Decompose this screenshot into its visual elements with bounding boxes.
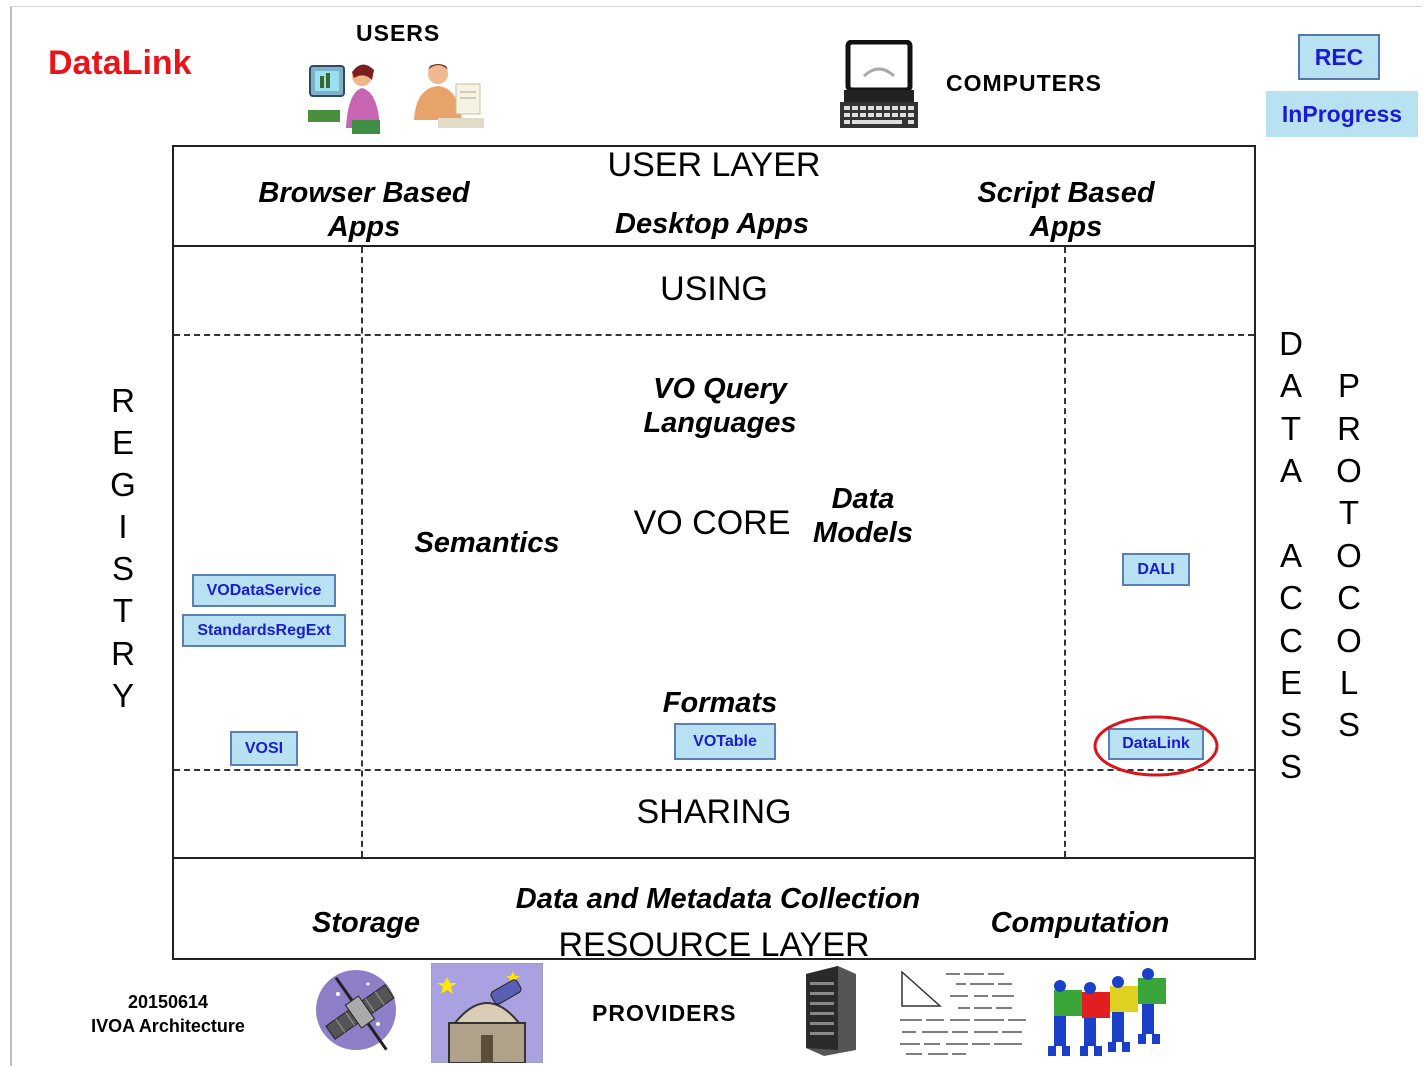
using-label: USING — [660, 270, 768, 308]
satellite-icon — [316, 970, 396, 1051]
votable-standard[interactable]: VOTable — [674, 723, 776, 760]
vodataservice-standard[interactable]: VODataService — [192, 574, 336, 607]
protocols-letter: T — [1338, 494, 1360, 531]
data-access-letter: D — [1279, 325, 1303, 362]
footer-caption: 20150614 IVOA Architecture — [70, 990, 266, 1038]
user-layer-divider — [172, 245, 1256, 247]
rec-status-badge: REC — [1298, 34, 1380, 80]
protocols-letter: L — [1339, 664, 1359, 701]
puzzle-team-icon — [1048, 968, 1166, 1056]
slide-frame — [10, 6, 1422, 1066]
vo-query-languages: VO Query Languages — [643, 373, 797, 439]
registry-letter: T — [112, 592, 134, 629]
architecture-box — [172, 145, 1256, 960]
sharing-label: SHARING — [636, 793, 792, 831]
protocols-letter: P — [1337, 367, 1360, 404]
footer-title: IVOA Architecture — [91, 1016, 245, 1036]
data-access-letter: A — [1279, 537, 1302, 574]
vo-core-label: VO CORE — [633, 504, 791, 542]
user-at-computer-icon — [308, 64, 380, 134]
data-access-letter: A — [1279, 367, 1302, 404]
equations-paper-icon — [896, 966, 1028, 1058]
desktop-apps: Desktop Apps — [615, 208, 809, 240]
observatory-icon — [431, 963, 543, 1063]
registry-letter: I — [118, 508, 128, 545]
user-layer-title: USER LAYER — [607, 146, 821, 184]
data-access-column-divider — [1064, 247, 1066, 857]
datalink-standard[interactable]: DataLink — [1108, 728, 1204, 760]
data-access-letter: A — [1279, 452, 1302, 489]
semantics-label: Semantics — [414, 527, 560, 559]
registry-letter: R — [111, 382, 135, 419]
computation-label: Computation — [990, 907, 1170, 939]
registry-column-divider — [361, 247, 363, 857]
computers-label: COMPUTERS — [946, 70, 1102, 96]
storage-label: Storage — [312, 907, 420, 939]
protocols-letter: O — [1336, 622, 1362, 659]
script-based-apps: Script Based Apps — [977, 177, 1155, 243]
data-access-letter: S — [1279, 748, 1302, 785]
in-progress-status-badge: InProgress — [1266, 91, 1418, 137]
protocols-letter: S — [1337, 706, 1360, 743]
page-title: DataLink — [48, 44, 192, 82]
highlight-circle — [1093, 715, 1219, 777]
footer-date: 20150614 — [127, 992, 209, 1012]
registry-letter: E — [111, 424, 134, 461]
data-metadata-collection-label: Data and Metadata Collection — [515, 883, 921, 915]
protocols-letter: O — [1336, 537, 1362, 574]
computer-terminal-icon — [840, 40, 918, 128]
user-at-desk-icon — [414, 64, 484, 128]
resource-layer-title: RESOURCE LAYER — [558, 926, 870, 964]
data-access-letter: C — [1279, 622, 1303, 659]
protocols-letter: R — [1337, 410, 1361, 447]
protocols-letter: C — [1337, 579, 1361, 616]
data-access-letter: C — [1279, 579, 1303, 616]
sharing-divider — [174, 769, 1254, 771]
dali-standard[interactable]: DALI — [1122, 553, 1190, 586]
using-divider — [174, 334, 1254, 336]
registry-letter: R — [111, 635, 135, 672]
formats-label: Formats — [662, 687, 778, 719]
providers-label: PROVIDERS — [592, 1000, 737, 1026]
browser-based-apps: Browser Based Apps — [258, 177, 470, 243]
standardsregext-standard[interactable]: StandardsRegExt — [182, 614, 346, 647]
data-access-letter: E — [1279, 664, 1302, 701]
registry-letter: G — [110, 466, 136, 503]
users-label: USERS — [356, 20, 441, 46]
data-access-letter: T — [1280, 410, 1302, 447]
vosi-standard[interactable]: VOSI — [230, 731, 298, 766]
registry-letter: S — [111, 550, 134, 587]
data-models-label: Data Models — [813, 483, 913, 549]
registry-letter: Y — [111, 677, 134, 714]
resource-layer-divider — [172, 857, 1256, 859]
data-access-letter: S — [1279, 706, 1302, 743]
protocols-letter: O — [1336, 452, 1362, 489]
server-rack-icon — [806, 966, 856, 1056]
